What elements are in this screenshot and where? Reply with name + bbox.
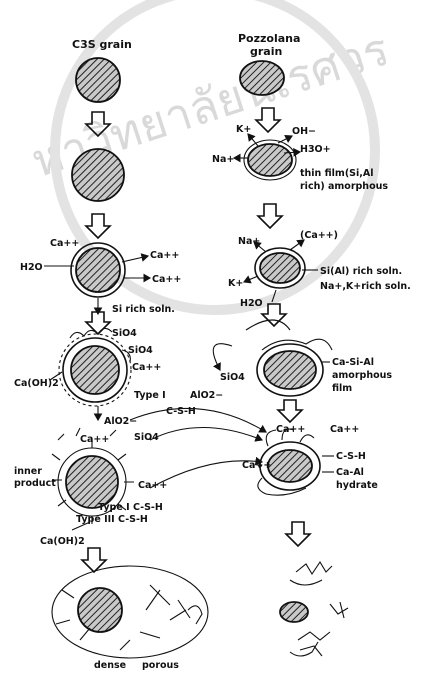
silicate-ion-label: SiO4 [112, 328, 137, 339]
calcium-hydroxide-label: Ca(OH)2 [40, 536, 85, 547]
pozzolana-grain [240, 61, 284, 95]
pozzolana-grain-stage3 [260, 253, 300, 283]
type1-csh-label: Type I C-S-H [98, 502, 163, 513]
na-k-rich-soln-label: Na+,K+rich soln. [320, 281, 411, 292]
pozzolana-grain-stage4 [264, 351, 316, 389]
silicate-ion-label: SiO4 [128, 345, 153, 356]
ca-si-al-label-1: Ca-Si-Al [332, 357, 374, 368]
silicate-ion-label: SiO4 [134, 432, 159, 443]
ca-ion-label: (Ca++) [300, 230, 338, 241]
ca-ion-label: Ca++ [330, 424, 359, 435]
pozzolana-grain-stage2 [248, 144, 292, 176]
c3s-grain [76, 58, 120, 102]
type1-label: Type I [134, 390, 166, 401]
ca-ion-label: Ca++ [80, 434, 109, 445]
na-plus-label: Na+ [238, 236, 260, 247]
si-rich-soln-label: Si rich soln. [112, 304, 175, 315]
pozzolana-label-2: grain [250, 45, 282, 58]
pozzolana-grain-stage5 [268, 450, 312, 482]
pozzolana-final-products [280, 562, 348, 656]
c3s-grain-stage5 [66, 456, 118, 508]
csh-label: C-S-H [166, 406, 196, 417]
dense-label: dense [94, 660, 126, 671]
k-plus-label: K+ [236, 124, 251, 135]
ca-si-al-label-2: amorphous [332, 370, 392, 381]
down-arrow-icon [286, 522, 310, 546]
ca-ion-label: Ca++ [276, 424, 305, 435]
transfer-arrow [150, 428, 262, 441]
pozzolana-label-1: Pozzolana [238, 32, 300, 45]
ca-ion-label: Ca++ [150, 250, 179, 261]
aluminate-ion-label: AlO2− [104, 416, 137, 427]
ca-al-hydrate-label-1: Ca-Al [336, 467, 364, 478]
c3s-grain-stage3 [76, 248, 120, 292]
thin-film-label-2: rich) amorphous [300, 181, 388, 192]
c3s-grain-stage4 [71, 346, 119, 394]
ca-al-hydrate-label-2: hydrate [336, 480, 378, 491]
ca-ion-label: Ca++ [50, 238, 79, 249]
thin-film-label-1: thin film(Si,Al [300, 168, 374, 179]
c3s-grain-stage2 [72, 149, 124, 201]
h3o-plus-label: H3O+ [300, 144, 331, 155]
na-plus-label: Na+ [212, 154, 234, 165]
porous-label: porous [142, 660, 179, 671]
aluminate-ion-label: AlO2− [190, 390, 223, 401]
down-arrow-icon [86, 214, 110, 238]
water-label: H2O [240, 298, 263, 309]
si-al-rich-soln-label: Si(Al) rich soln. [320, 266, 402, 277]
calcium-hydroxide-label: Ca(OH)2 [14, 378, 59, 389]
inner-product-label-2: product [14, 478, 56, 489]
ca-si-al-label-3: film [332, 383, 352, 394]
ca-ion-label: Ca++ [132, 362, 161, 373]
dense-porous-matrix [52, 566, 208, 658]
ca-ion-label: Ca++ [242, 460, 271, 471]
ca-ion-label: Ca++ [138, 480, 167, 491]
down-arrow-icon [278, 400, 302, 422]
transfer-arrow [130, 408, 266, 432]
csh-label: C-S-H [336, 451, 366, 462]
oh-minus-label: OH− [292, 126, 316, 137]
down-arrow-icon [258, 204, 282, 228]
silicate-ion-label: SiO4 [220, 372, 245, 383]
inner-product-label-1: inner [14, 466, 42, 477]
water-label: H2O [20, 262, 43, 273]
c3s-grain-label: C3S grain [72, 38, 132, 51]
ca-ion-label: Ca++ [152, 274, 181, 285]
k-plus-label: K+ [228, 278, 243, 289]
